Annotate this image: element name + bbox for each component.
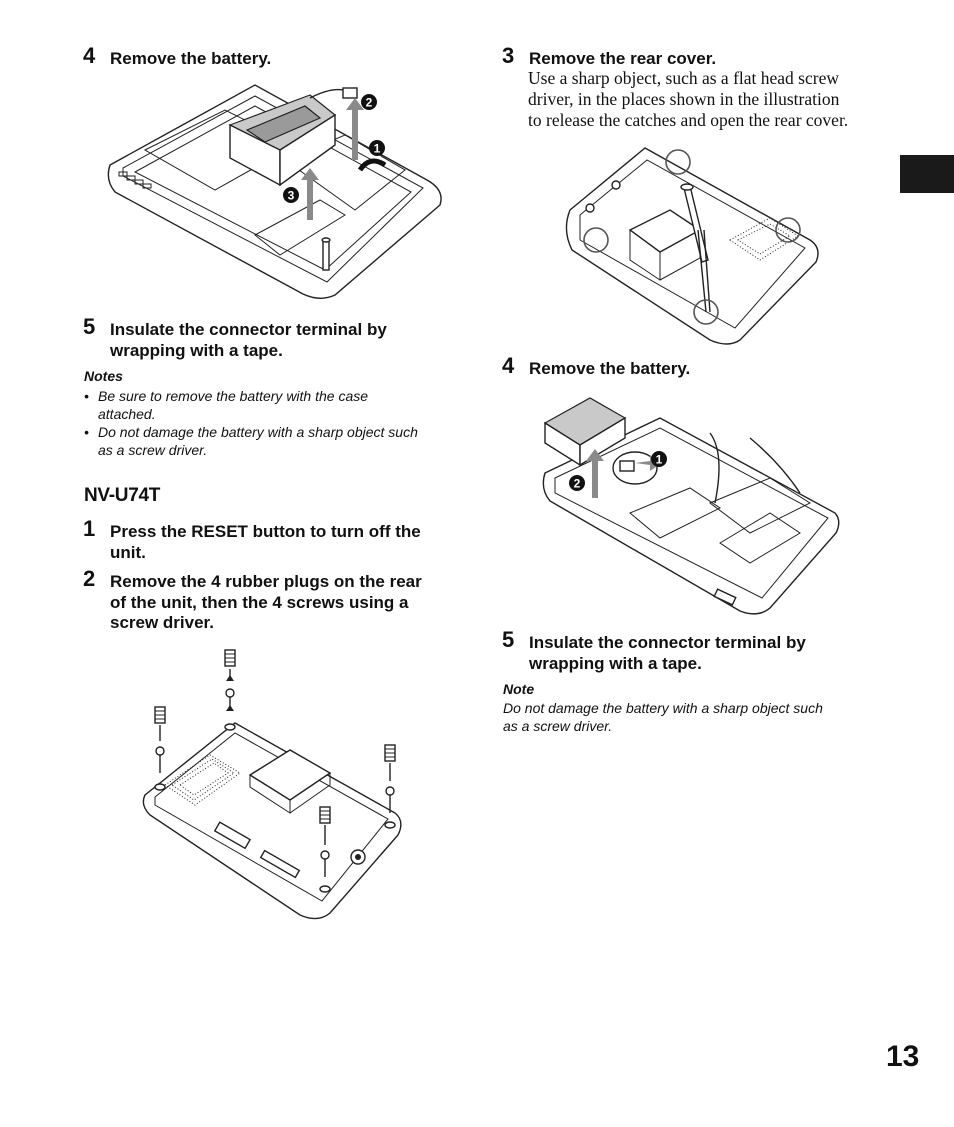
step-number: 5 — [83, 314, 96, 339]
note-line1: Be sure to remove the battery with the c… — [98, 388, 369, 404]
arrow-up-icon — [301, 168, 319, 220]
step-title-line1: Insulate the connector terminal by — [529, 633, 806, 652]
step-title-line3: screw driver. — [110, 613, 214, 632]
step-title: Remove the rear cover. — [529, 49, 717, 68]
notes-heading: Notes — [84, 368, 123, 384]
note-heading: Note — [503, 681, 535, 697]
screw-icon — [384, 744, 396, 829]
callout-1: 1 — [374, 142, 381, 156]
step-title-line2: unit. — [110, 542, 146, 562]
illustration-battery-removal-left: 2 1 3 — [107, 84, 442, 299]
callout-2: 2 — [574, 477, 581, 491]
step-body-line2: driver, in the places shown in the illus… — [528, 89, 840, 109]
note-line1: Do not damage the battery with a sharp o… — [98, 424, 418, 440]
arrow-up-icon — [346, 98, 364, 160]
note-line2: attached. — [98, 406, 156, 422]
screw-icon — [154, 706, 166, 791]
note-line2: as a screw driver. — [503, 718, 613, 734]
section-tab — [900, 155, 954, 193]
step-number: 1 — [83, 516, 96, 541]
note-line1: Do not damage the battery with a sharp o… — [503, 700, 823, 716]
note-line2: as a screw driver. — [98, 442, 208, 458]
note-item: • Be sure to remove the battery with the… — [84, 387, 464, 423]
step-number: 4 — [502, 353, 515, 378]
speaker-grille — [164, 754, 241, 806]
screw-icon — [224, 649, 236, 731]
catch-marker — [775, 217, 801, 243]
step-title-line1: Press the RESET button to turn off the — [110, 522, 421, 541]
arrow-up-icon — [586, 449, 604, 498]
section-title: NV-U74T — [84, 485, 161, 506]
screw-icon — [319, 806, 331, 893]
step-title-line2: of the unit, then the 4 screws using a — [110, 592, 409, 612]
note-item: • Do not damage the battery with a sharp… — [84, 423, 464, 459]
callout-3: 3 — [288, 189, 295, 203]
catch-marker — [583, 227, 609, 253]
step-number: 3 — [502, 43, 515, 68]
callout-1: 1 — [656, 453, 663, 467]
step-number: 5 — [502, 627, 515, 652]
bullet: • — [84, 388, 89, 404]
bullet: • — [84, 424, 89, 440]
step-body-line3: to release the catches and open the rear… — [528, 110, 849, 130]
step-title-line2: wrapping with a tape. — [529, 653, 702, 673]
step-title-line2: wrapping with a tape. — [110, 340, 283, 360]
catch-marker — [665, 149, 691, 175]
callout-2: 2 — [366, 96, 373, 110]
step-title: Remove the battery. — [529, 359, 691, 378]
catch-marker — [693, 299, 719, 325]
page-number: 13 — [886, 1040, 920, 1073]
vent-slots — [118, 171, 152, 189]
illustration-battery-removal-right: 1 2 — [542, 397, 840, 615]
illustration-rear-screws — [142, 649, 402, 920]
step-title-line1: Insulate the connector terminal by — [110, 320, 387, 339]
step-number: 2 — [83, 566, 96, 591]
step-body-line1: Use a sharp object, such as a flat head … — [528, 68, 839, 88]
step-title-line1: Remove the 4 rubber plugs on the rear — [110, 572, 422, 591]
step-number: 4 — [83, 43, 96, 68]
step-title: Remove the battery. — [110, 49, 272, 68]
illustration-rear-cover — [565, 147, 819, 345]
